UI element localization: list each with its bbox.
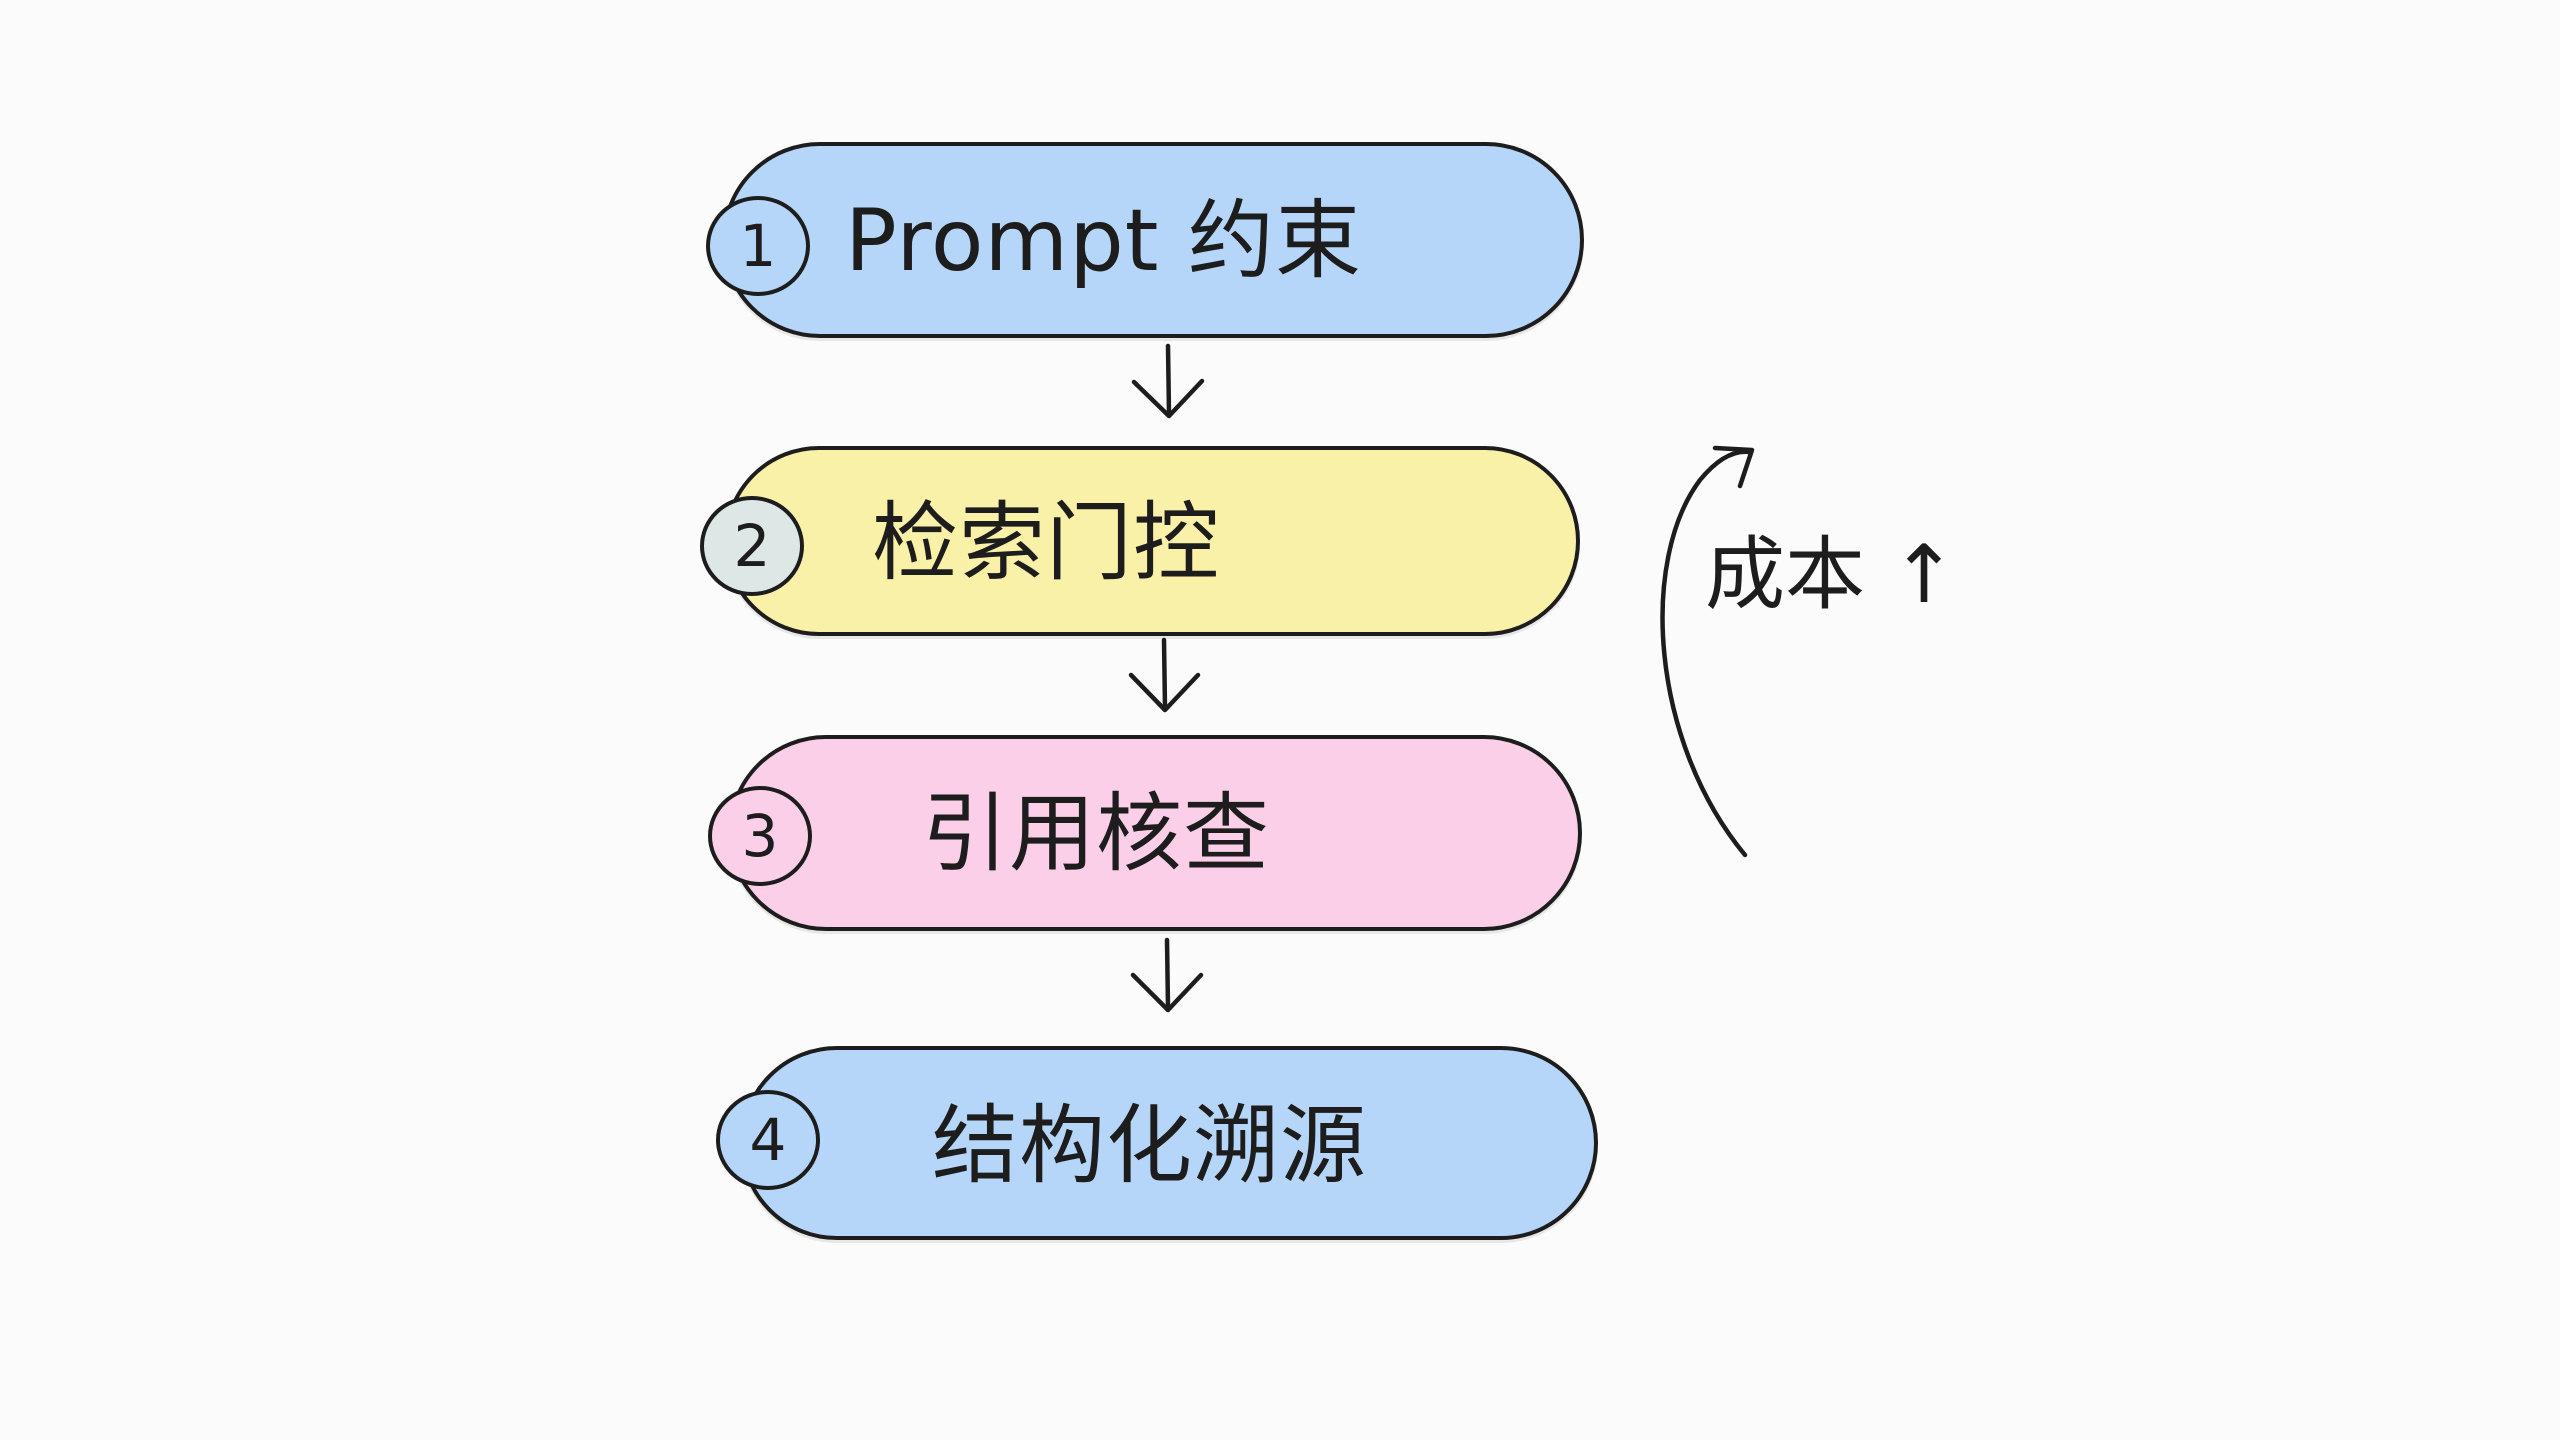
arrow-1-to-2-icon — [1131, 343, 1205, 419]
step-1-label: Prompt 约束 — [845, 191, 1362, 291]
step-1-number: 1 — [739, 212, 777, 280]
curved-arrow-up-icon — [1660, 445, 1755, 858]
step-4-number: 4 — [749, 1106, 787, 1174]
step-4-box — [740, 1046, 1598, 1240]
step-2-label: 检索门控 — [872, 493, 1220, 593]
step-3-number: 3 — [741, 802, 779, 870]
step-3-label: 引用核查 — [922, 784, 1270, 884]
arrow-3-to-4-icon — [1130, 937, 1204, 1013]
step-3-badge: 3 — [708, 786, 812, 886]
step-4-label: 结构化溯源 — [932, 1096, 1367, 1196]
step-1-badge: 1 — [706, 196, 810, 296]
arrow-2-to-3-icon — [1128, 637, 1201, 713]
cost-increase-note: 成本 ↑ — [1705, 528, 1958, 621]
step-2-box — [724, 446, 1580, 636]
step-1-box — [722, 142, 1584, 338]
step-4-badge: 4 — [716, 1090, 820, 1190]
step-2-badge: 2 — [700, 496, 804, 596]
step-3-box — [728, 735, 1582, 931]
step-2-number: 2 — [733, 512, 771, 580]
